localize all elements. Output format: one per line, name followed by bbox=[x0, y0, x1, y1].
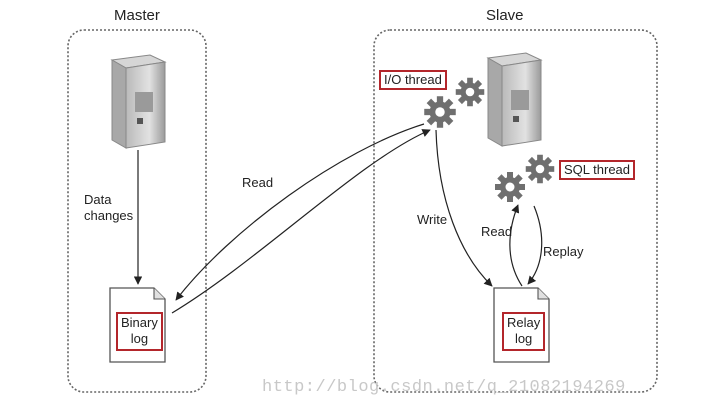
watermark-text: http://blog.csdn.net/q_21082194269 bbox=[262, 378, 626, 397]
relay-log-line-2: log bbox=[514, 331, 533, 347]
relay-log-label: Relay log bbox=[502, 312, 546, 351]
io-thread-label: I/O thread bbox=[379, 70, 447, 91]
relay-log-line-1: Relay bbox=[507, 315, 541, 330]
read-arrow bbox=[171, 129, 431, 314]
master-title: Master bbox=[114, 7, 160, 24]
replay-label: Replay bbox=[543, 244, 584, 259]
slave-server-icon bbox=[486, 52, 543, 147]
sql-thread-label: SQL thread bbox=[559, 160, 636, 181]
sql-read-label: Read bbox=[481, 224, 513, 239]
replay-arrow bbox=[527, 205, 543, 285]
master-container bbox=[67, 29, 207, 393]
cross-read-label: Read bbox=[242, 175, 274, 190]
data-changes-label: Data changes bbox=[84, 192, 133, 225]
write-label: Write bbox=[417, 212, 448, 227]
sql-thread-gears-icon bbox=[495, 154, 555, 202]
master-server-icon bbox=[110, 54, 167, 149]
write-arrow bbox=[435, 129, 493, 287]
data-changes-line-1: Data bbox=[84, 192, 112, 207]
slave-title: Slave bbox=[486, 7, 524, 24]
read-arrow-return bbox=[175, 123, 425, 301]
sql-read-arrow bbox=[509, 204, 523, 287]
binary-log-label: Binary log bbox=[116, 312, 163, 351]
binary-log-line-1: Binary bbox=[121, 315, 158, 330]
data-changes-line-2: changes bbox=[84, 208, 134, 224]
binary-log-line-2: log bbox=[130, 331, 149, 347]
slave-container bbox=[373, 29, 658, 393]
